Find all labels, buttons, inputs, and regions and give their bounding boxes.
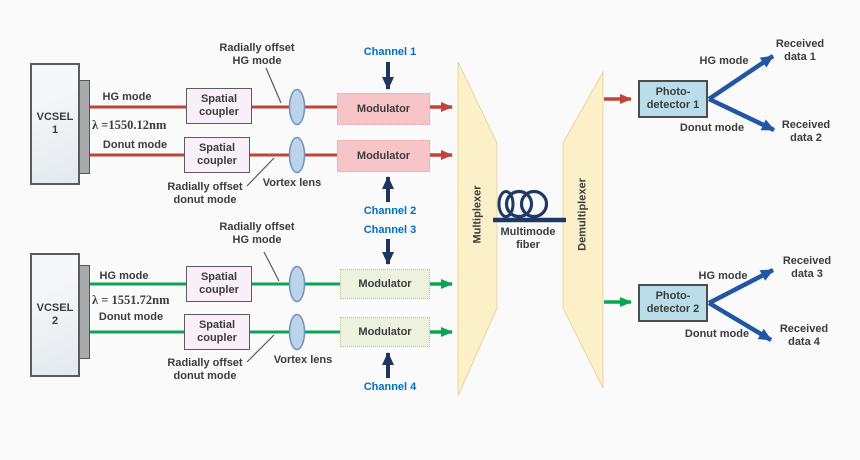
hg-mode-label-rx2: HG mode (698, 270, 748, 282)
channel4-label: Channel 4 (363, 381, 417, 393)
vcsel1-box: VCSEL 1 (30, 63, 80, 185)
modulator-label: Modulator (358, 325, 412, 338)
spatial-coupler-label: Spatial coupler (197, 319, 237, 344)
vortex-lens-icon (288, 265, 306, 303)
spatial-coupler-box-tx2-donut: Spatial coupler (184, 314, 250, 350)
photodetector1-label: Photo- detector 1 (646, 86, 700, 111)
received-data4-label: Received data 4 (779, 323, 829, 348)
demultiplexer-shape (562, 70, 604, 389)
modulator-box-ch4: Modulator (340, 317, 430, 347)
modulator-chevrons (339, 101, 428, 338)
radially-offset-hg-label-tx1: Radially offset HG mode (219, 42, 295, 67)
vortex-lens-icon (288, 88, 306, 126)
vortex-lens-label-tx2: Vortex lens (273, 354, 333, 366)
donut-mode-label-rx1: Donut mode (679, 122, 745, 134)
vcsel2-label: VCSEL 2 (36, 302, 74, 327)
wavelength-label-tx1: λ =1550.12nm (92, 118, 167, 132)
modulator-box-ch1: Modulator (337, 93, 430, 125)
donut-mode-label-tx2: Donut mode (98, 311, 164, 323)
received-data-arrows (707, 54, 775, 342)
vortex-lens-icon (288, 136, 306, 174)
spatial-coupler-box-tx2-hg: Spatial coupler (186, 266, 252, 302)
spatial-coupler-label: Spatial coupler (199, 93, 239, 118)
callout-lines (246, 67, 282, 363)
spatial-coupler-label: Spatial coupler (199, 271, 239, 296)
multimode-fiber-label: Multimode fiber (500, 226, 556, 251)
radially-offset-donut-label-tx1: Radially offset donut mode (167, 181, 243, 206)
channel2-label: Channel 2 (363, 205, 417, 217)
vortex-lens-icons (288, 88, 306, 351)
radially-offset-donut-label-tx2: Radially offset donut mode (167, 357, 243, 382)
channel1-label: Channel 1 (363, 46, 417, 58)
modulator-label: Modulator (358, 277, 412, 290)
vcsel2-box: VCSEL 2 (30, 253, 80, 377)
donut-mode-label-rx2: Donut mode (684, 328, 750, 340)
hg-mode-label-tx1: HG mode (102, 91, 152, 103)
spatial-coupler-box-tx1-hg: Spatial coupler (186, 88, 252, 124)
donut-mode-label-tx1: Donut mode (102, 139, 168, 151)
photodetector2-box: Photo- detector 2 (638, 284, 708, 322)
received-data1-label: Received data 1 (775, 38, 825, 63)
fiber-coil-icon (493, 189, 566, 223)
received-data2-label: Received data 2 (781, 119, 831, 144)
vcsel1-label: VCSEL 1 (36, 111, 74, 136)
multiplexer-shape (457, 61, 498, 397)
modulator-box-ch3: Modulator (340, 269, 430, 299)
spatial-coupler-box-tx1-donut: Spatial coupler (184, 137, 250, 173)
hg-mode-label-tx2: HG mode (99, 270, 149, 282)
modulator-box-ch2: Modulator (337, 140, 430, 172)
photodetector1-box: Photo- detector 1 (638, 80, 708, 118)
radially-offset-hg-label-tx2: Radially offset HG mode (219, 221, 295, 246)
channel3-label: Channel 3 (363, 224, 417, 236)
vortex-lens-icon (288, 313, 306, 351)
modulator-label: Modulator (356, 102, 411, 115)
hg-mode-label-rx1: HG mode (699, 55, 749, 67)
photodetector2-label: Photo- detector 2 (646, 290, 700, 315)
modulator-label: Modulator (356, 149, 411, 162)
multiplexer-label: Multiplexer (471, 185, 484, 244)
vortex-lens-label-tx1: Vortex lens (262, 177, 322, 189)
wavelength-label-tx2: λ = 1551.72nm (92, 293, 170, 307)
spatial-coupler-label: Spatial coupler (197, 142, 237, 167)
received-data3-label: Received data 3 (782, 255, 832, 280)
demultiplexer-label: Demultiplexer (576, 178, 589, 251)
